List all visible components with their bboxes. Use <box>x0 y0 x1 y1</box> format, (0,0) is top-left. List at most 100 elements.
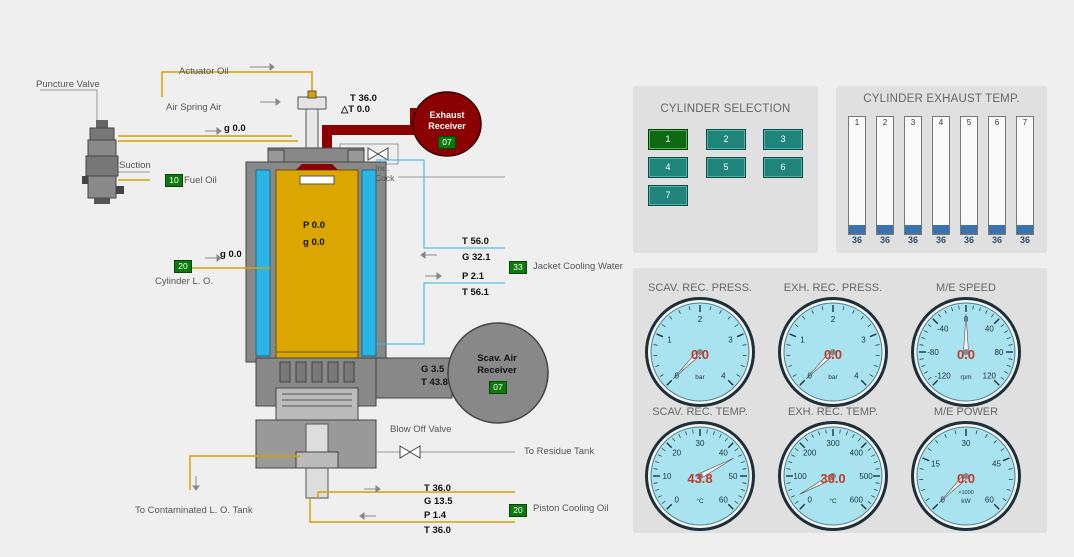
gauge-tick <box>1000 324 1005 328</box>
cylinder-button-3[interactable]: 3 <box>763 129 803 150</box>
gauge-tick <box>659 374 664 377</box>
gauge-tick <box>805 437 809 442</box>
scav-port-3 <box>311 361 323 383</box>
scav-t-value: T 43.8 <box>421 377 448 388</box>
gauge-tick <box>786 468 791 470</box>
exhaust-temp-bar-fill <box>1017 224 1033 234</box>
scav-air-receiver-label: Scav. Air Receiver <box>477 353 517 376</box>
scav-port-5 <box>343 361 355 383</box>
gauge-tick <box>811 433 814 438</box>
gauge-tick <box>727 503 734 510</box>
gauge-unit: °C <box>696 497 704 505</box>
jcw-g-value: G 32.1 <box>462 252 491 263</box>
gauge-tick <box>802 316 806 320</box>
gauge-tick-label: 3 <box>728 335 733 344</box>
gauge-tick <box>873 461 878 464</box>
gauge-tick <box>867 500 872 504</box>
pco-g-value: G 13.5 <box>424 496 453 507</box>
jacket-cooling-water-label: Jacket Cooling Water <box>533 261 623 272</box>
gauge-tick <box>1000 376 1005 380</box>
cylinder-button-4[interactable]: 4 <box>648 157 688 178</box>
cylinder-button-5[interactable]: 5 <box>706 157 746 178</box>
gauge-tick <box>873 364 878 367</box>
gauge-tick <box>825 429 827 434</box>
gauge-tick-label: 40 <box>985 325 994 334</box>
gauge-tick <box>932 379 939 386</box>
exhaust-temp-value: 36 <box>935 235 946 245</box>
gauge-tick <box>873 488 878 491</box>
gauge-tick <box>845 431 848 436</box>
exhaust-temp-bar-4: 4 <box>932 116 950 235</box>
exhaust-temp-bar-fill <box>933 224 949 234</box>
gauge-tick <box>794 324 799 328</box>
actuator-oil-label: Actuator Oil <box>179 66 229 77</box>
exhaust-temp-bar-number: 3 <box>910 118 916 127</box>
gauge-tick <box>656 333 664 338</box>
contaminated-lo-line <box>189 455 300 490</box>
gauge-tick <box>927 448 932 452</box>
gauge-tick <box>871 454 876 457</box>
gauge-tick <box>742 482 747 484</box>
gauge-tick-label: 60 <box>985 495 994 504</box>
gauge-tick-label: 1 <box>800 335 805 344</box>
exhaust-temp-value: 36 <box>907 235 918 245</box>
exhaust-temp-bar-fill <box>905 224 921 234</box>
gauge-tick <box>925 498 930 501</box>
scav-g-value: G 3.5 <box>421 364 445 375</box>
cylinder-lo-label: Cylinder L. O. <box>155 276 214 287</box>
jacket-water-left <box>255 169 271 357</box>
exhaust-temp-bar-1: 1 <box>848 116 866 235</box>
cylinder-button-1[interactable]: 1 <box>648 129 688 150</box>
cylinder-button-2[interactable]: 2 <box>706 129 746 150</box>
exhaust-valve-head <box>299 175 335 185</box>
gauge-hub <box>697 473 703 479</box>
gauge-tick <box>678 433 681 438</box>
cylinder-button-7[interactable]: 7 <box>648 185 688 206</box>
exhaust-temp-bar-6: 6 <box>988 116 1006 235</box>
gauge-tick <box>821 306 824 311</box>
gauge-tick <box>786 482 791 484</box>
gauge-tick-label: 15 <box>931 459 940 468</box>
gauge-tick <box>993 379 1000 386</box>
gauge-tick <box>951 307 954 312</box>
cylinder-button-6[interactable]: 6 <box>763 157 803 178</box>
gauge-tick <box>1002 498 1007 501</box>
gauge-tick <box>985 309 988 314</box>
gauge-title: SCAV. REC. PRESS. <box>648 282 752 294</box>
gauge-tick-label: 200 <box>803 449 817 458</box>
gauge-tick <box>719 433 722 438</box>
exhaust-temp-value: 36 <box>1019 235 1030 245</box>
gauge-tick <box>666 442 673 449</box>
exhaust-temp-bar-number: 7 <box>1022 118 1028 127</box>
gauge-tick <box>860 379 867 386</box>
gauge-tick <box>993 503 1000 510</box>
exhaust-receiver-label: Exhaust Receiver <box>428 110 466 131</box>
gauge-tick <box>852 433 855 438</box>
blow-off-valve-2[interactable] <box>409 445 421 459</box>
gauge-tick <box>727 442 734 449</box>
gauge-tick <box>790 454 795 457</box>
gauge-value: 0.0 <box>691 347 709 362</box>
gauge-tick <box>932 318 939 325</box>
gauge-tick-label: 80 <box>995 348 1004 357</box>
gauge-tick <box>794 500 799 504</box>
pco-t-out-value: T 36.0 <box>424 525 451 536</box>
gauge-tick <box>818 431 821 436</box>
gauge-tick <box>1008 468 1013 470</box>
scav-port-1 <box>279 361 291 383</box>
gauge-tick <box>740 488 745 491</box>
combustion-dome <box>296 164 338 170</box>
scav-air-receiver <box>447 322 549 424</box>
fuel-oil-label: Fuel Oil <box>184 175 217 186</box>
ind-cock-label: Ind. Cock <box>375 163 395 183</box>
gauge-title: M/E SPEED <box>936 282 996 294</box>
gauge-tick <box>724 437 728 442</box>
gauge-tick-label: 100 <box>793 472 807 481</box>
gauge-title: EXH. REC. TEMP. <box>787 406 879 418</box>
gauge-tick-label: 45 <box>992 459 1001 468</box>
gauge-tick <box>842 306 845 311</box>
puncture-valve-body <box>82 120 124 204</box>
blow-off-valve[interactable] <box>399 445 411 459</box>
gauge-tick <box>657 495 662 498</box>
